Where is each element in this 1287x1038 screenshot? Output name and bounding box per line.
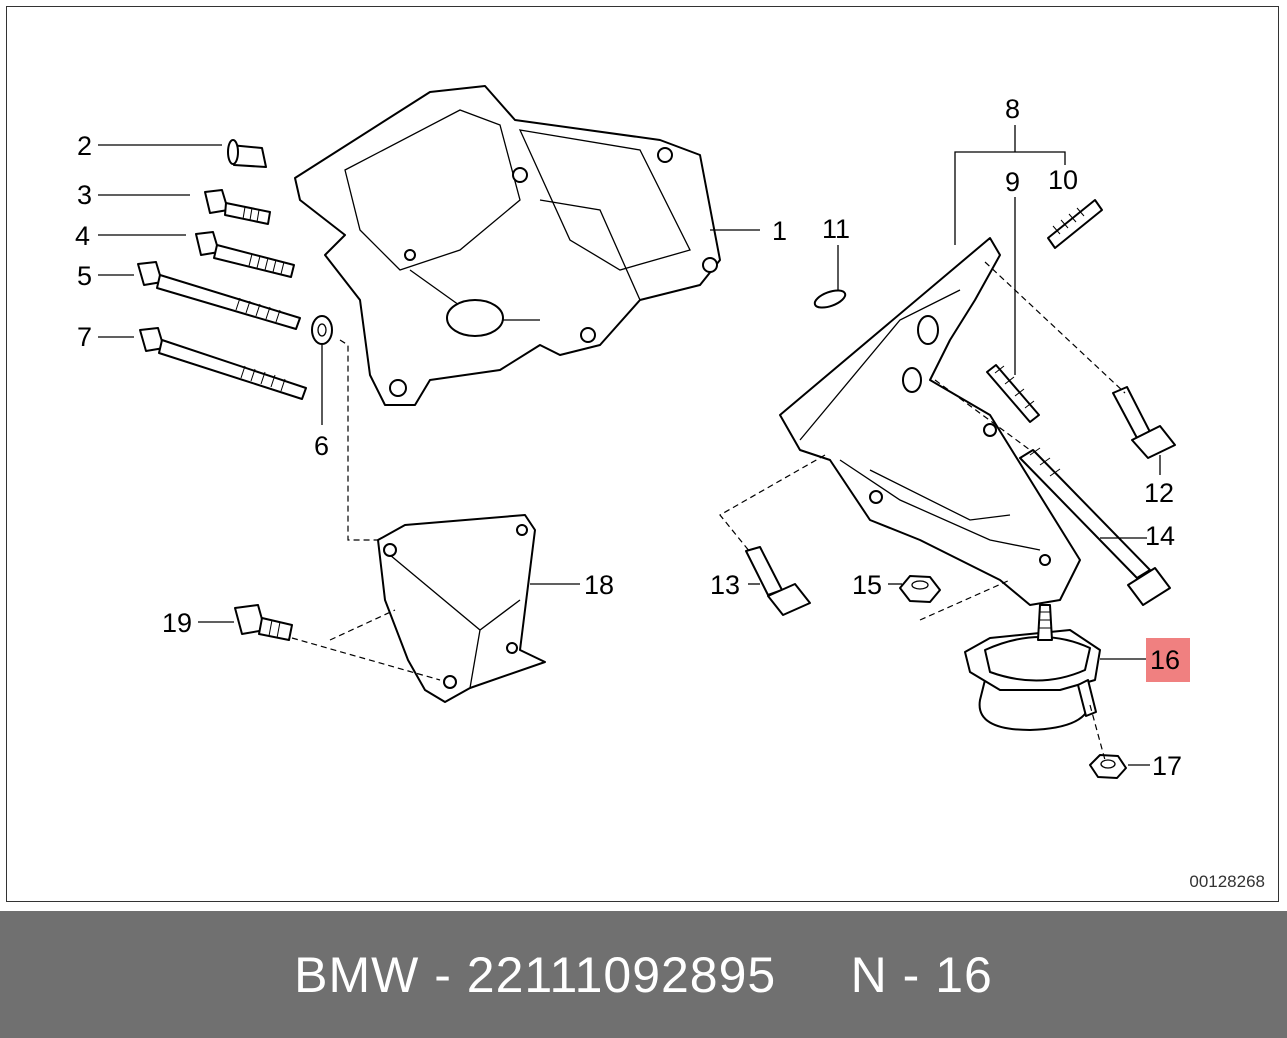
callout-12: 12 <box>1144 478 1174 508</box>
bolt-12-drawing <box>1112 386 1176 459</box>
callout-11: 11 <box>822 214 850 244</box>
callout-18: 18 <box>584 570 614 600</box>
sleeve-drawing <box>227 139 267 168</box>
bolt-13-drawing <box>745 546 811 616</box>
callout-10: 10 <box>1048 165 1078 195</box>
callout-9: 9 <box>1005 167 1020 197</box>
callout-15: 15 <box>852 570 882 600</box>
bracket-18-drawing <box>377 514 546 703</box>
diagram-number: 00128268 <box>1189 872 1265 891</box>
assembly-lines <box>291 261 1126 761</box>
support-bracket-drawing <box>779 237 1081 606</box>
ring-drawing <box>813 289 847 309</box>
nut-15-drawing <box>899 575 941 603</box>
bolts-left-drawing <box>137 189 307 400</box>
studs-drawing <box>986 199 1103 423</box>
highlight-box <box>1146 638 1190 682</box>
callout-labels: 1 2 3 4 5 6 7 8 9 10 11 12 13 14 15 16 1… <box>75 94 1182 781</box>
callout-6: 6 <box>314 431 329 461</box>
callout-2: 2 <box>77 131 92 161</box>
callout-8: 8 <box>1005 94 1020 124</box>
callout-1: 1 <box>772 216 787 246</box>
leader-lines <box>98 125 1161 766</box>
bolt-19-drawing <box>234 604 293 641</box>
callout-5: 5 <box>77 261 92 291</box>
engine-mount-drawing <box>964 604 1101 731</box>
callout-7: 7 <box>77 322 92 352</box>
callout-19: 19 <box>162 608 192 638</box>
callout-14: 14 <box>1145 521 1175 551</box>
bolt-14-drawing <box>1019 447 1171 606</box>
nut-17-drawing <box>1089 754 1127 779</box>
footer-bar: BMW - 22111092895 N - 16 <box>0 911 1287 1038</box>
callout-17: 17 <box>1152 751 1182 781</box>
engine-bracket-drawing <box>294 85 721 406</box>
washer-drawing <box>311 315 333 345</box>
callout-3: 3 <box>77 180 92 210</box>
footer-caption: BMW - 22111092895 N - 16 <box>294 946 993 1003</box>
parts-diagram: 1 2 3 4 5 6 7 8 9 10 11 12 13 14 15 16 1… <box>75 85 1190 781</box>
callout-4: 4 <box>75 221 90 251</box>
callout-13: 13 <box>710 570 740 600</box>
callout-16: 16 <box>1150 645 1180 675</box>
